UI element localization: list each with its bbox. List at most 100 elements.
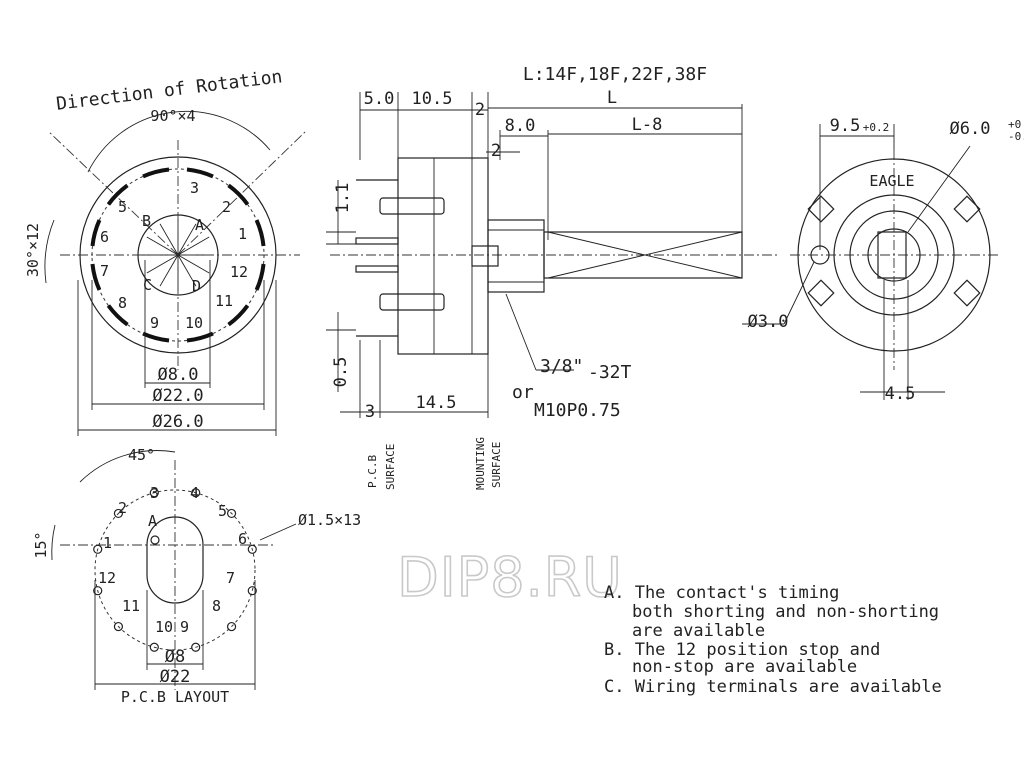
pcb-hole <box>226 621 237 632</box>
pcb-angle-15: 15° <box>32 531 50 558</box>
pcb-hole <box>149 488 159 498</box>
dim-d26: Ø26.0 <box>152 412 203 432</box>
dim-3: 3 <box>365 402 375 422</box>
thread-c: M10P0.75 <box>534 400 621 421</box>
pcb-hole <box>149 642 159 652</box>
dim-4-5: 4.5 <box>885 384 916 404</box>
pole-b: B <box>142 212 151 230</box>
pcb-surface-a: P.C.B <box>366 455 379 488</box>
contact-segment <box>90 263 102 291</box>
pcb-angle-45: 45° <box>128 446 155 464</box>
dim-0-5: 0.5 <box>331 357 351 388</box>
dim-2-top: 2 <box>475 100 485 120</box>
end-square-lr <box>953 279 981 307</box>
thread-a: -32T <box>588 362 632 383</box>
pin-2 <box>355 265 399 273</box>
dim-shaft-tol-bot: -0.1 <box>1008 130 1024 143</box>
pcb-hole-leader <box>259 523 297 541</box>
shaft-leader <box>907 145 971 233</box>
dim-9-5: 9.5 <box>830 116 861 136</box>
contact-segment <box>106 304 129 327</box>
note-b-line-2: non-stop are available <box>632 657 857 677</box>
pcb-hole <box>93 586 103 596</box>
contact-segment <box>227 183 250 206</box>
contact-5: 5 <box>118 198 127 216</box>
rotor-ray <box>177 254 210 274</box>
pcb-layout-title: P.C.B LAYOUT <box>121 688 229 706</box>
pin-1 <box>355 237 399 245</box>
pcb-num-2: 2 <box>118 499 127 517</box>
pcb-pole-a: A <box>148 512 157 530</box>
pcb-surface-b: SURFACE <box>384 444 397 490</box>
pcb-common-hole <box>150 535 160 545</box>
pcb-hole <box>113 508 124 519</box>
dim-shaft: Ø6.0 <box>950 119 991 139</box>
pcb-hole <box>191 642 201 652</box>
index-angle-arc <box>44 219 55 284</box>
note-a-line-1: A. The contact's timing <box>604 583 839 603</box>
dim-9-5-tol: +0.2 <box>863 121 890 134</box>
end-view: EAGLE 9.5 +0.2 Ø6.0 +0 -0.1 Ø3.0 4.5 <box>742 116 1024 404</box>
hole-leader <box>783 261 815 325</box>
contact-8: 8 <box>118 294 127 312</box>
pcb-hole-circle <box>94 489 256 651</box>
note-c-line-1: C. Wiring terminals are available <box>604 677 942 697</box>
notes: A. The contact's timing both shorting an… <box>604 583 942 697</box>
pcb-num-9: 9 <box>180 618 189 636</box>
rotation-ray-right <box>177 131 306 256</box>
terminal-upper <box>379 197 445 215</box>
dim-14-5: 14.5 <box>416 393 457 413</box>
index-angle-label: 30°×12 <box>24 223 42 277</box>
contact-segment <box>186 167 214 179</box>
contact-segment <box>186 331 214 343</box>
end-square-ll <box>807 279 835 307</box>
rotor-ray <box>159 254 179 287</box>
switch-body <box>397 157 489 355</box>
dim-shaft-tol-top: +0 <box>1008 118 1021 131</box>
end-square-ul <box>807 195 835 223</box>
contact-segment <box>254 263 266 291</box>
pcb-num-12: 12 <box>98 569 116 587</box>
pole-d: D <box>192 277 201 295</box>
pcb-num-6: 6 <box>238 530 247 548</box>
pcb-dim-22: Ø22 <box>160 667 191 687</box>
dim-8: 8.0 <box>505 116 536 136</box>
pcb-dim-8: Ø8 <box>165 647 185 667</box>
pcb-holes <box>93 488 257 652</box>
rotor-ray <box>146 254 179 274</box>
dim-l: L <box>607 88 617 108</box>
pcb-hole-spec: Ø1.5×13 <box>298 511 361 529</box>
pcb-hole <box>113 621 124 632</box>
dim-1-1: 1.1 <box>333 183 353 214</box>
contact-7: 7 <box>100 262 109 280</box>
pcb-slot <box>146 516 204 604</box>
note-a-line-2: both shorting and non-shorting <box>632 602 939 622</box>
shaft <box>543 231 743 279</box>
pcb-hole <box>247 586 257 596</box>
rotation-angle-label: 90°×4 <box>150 107 195 125</box>
rotation-arc <box>87 110 271 173</box>
pcb-num-1: 1 <box>103 534 112 552</box>
note-b-line-1: B. The 12 position stop and <box>604 640 880 660</box>
pole-c: C <box>143 276 152 294</box>
note-a-line-3: are available <box>632 621 765 641</box>
bushing <box>487 219 545 293</box>
dim-d22: Ø22.0 <box>152 386 203 406</box>
rotor-ray <box>177 223 197 256</box>
mounting-surface-b: SURFACE <box>490 442 503 488</box>
pcb-num-4: 4 <box>190 484 199 502</box>
contact-12: 12 <box>230 263 248 281</box>
rotor-ray <box>159 223 179 256</box>
rotor-hub <box>471 245 499 267</box>
thread-fraction: 3/8" <box>540 356 583 377</box>
end-square-ur <box>953 195 981 223</box>
pcb-num-5: 5 <box>218 502 227 520</box>
rotor-ray <box>146 236 179 256</box>
pcb-hole <box>247 544 257 554</box>
pcb-num-8: 8 <box>212 597 221 615</box>
dim-10-5: 10.5 <box>412 89 453 109</box>
pcb-hole <box>191 488 201 498</box>
thread-leader <box>505 293 537 371</box>
pcb-angle-45-arc <box>79 450 176 483</box>
